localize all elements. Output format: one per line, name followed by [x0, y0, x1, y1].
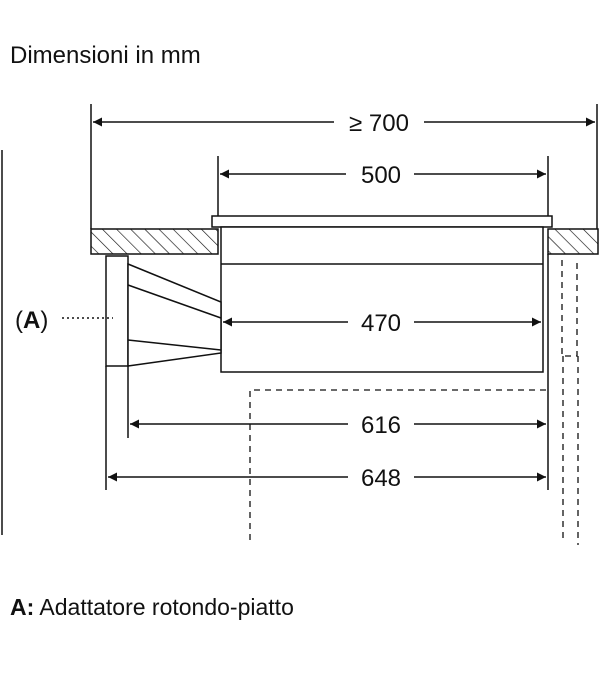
page-title: Dimensioni in mm	[10, 42, 201, 69]
worktop-left	[90, 228, 219, 255]
cooktop-glass	[211, 215, 553, 228]
label-total-width: ≥ 700	[349, 110, 409, 137]
label-cooktop-width: 500	[361, 162, 401, 189]
legend-key: A:	[10, 594, 35, 620]
worktop-right	[547, 228, 599, 255]
label-inner-depth: 616	[361, 412, 401, 439]
callout-a: (A)	[15, 307, 48, 334]
legend: A: Adattatore rotondo-piatto	[10, 594, 294, 621]
label-outer-depth: 648	[361, 465, 401, 492]
dashed-cabinet-outline	[249, 260, 579, 545]
appliance-body	[220, 226, 544, 373]
dimension-lines	[93, 117, 595, 482]
label-unit-width: 470	[361, 310, 401, 337]
legend-text: Adattatore rotondo-piatto	[39, 594, 294, 620]
round-flat-adapter	[105, 255, 222, 367]
extension-lines	[90, 104, 598, 490]
